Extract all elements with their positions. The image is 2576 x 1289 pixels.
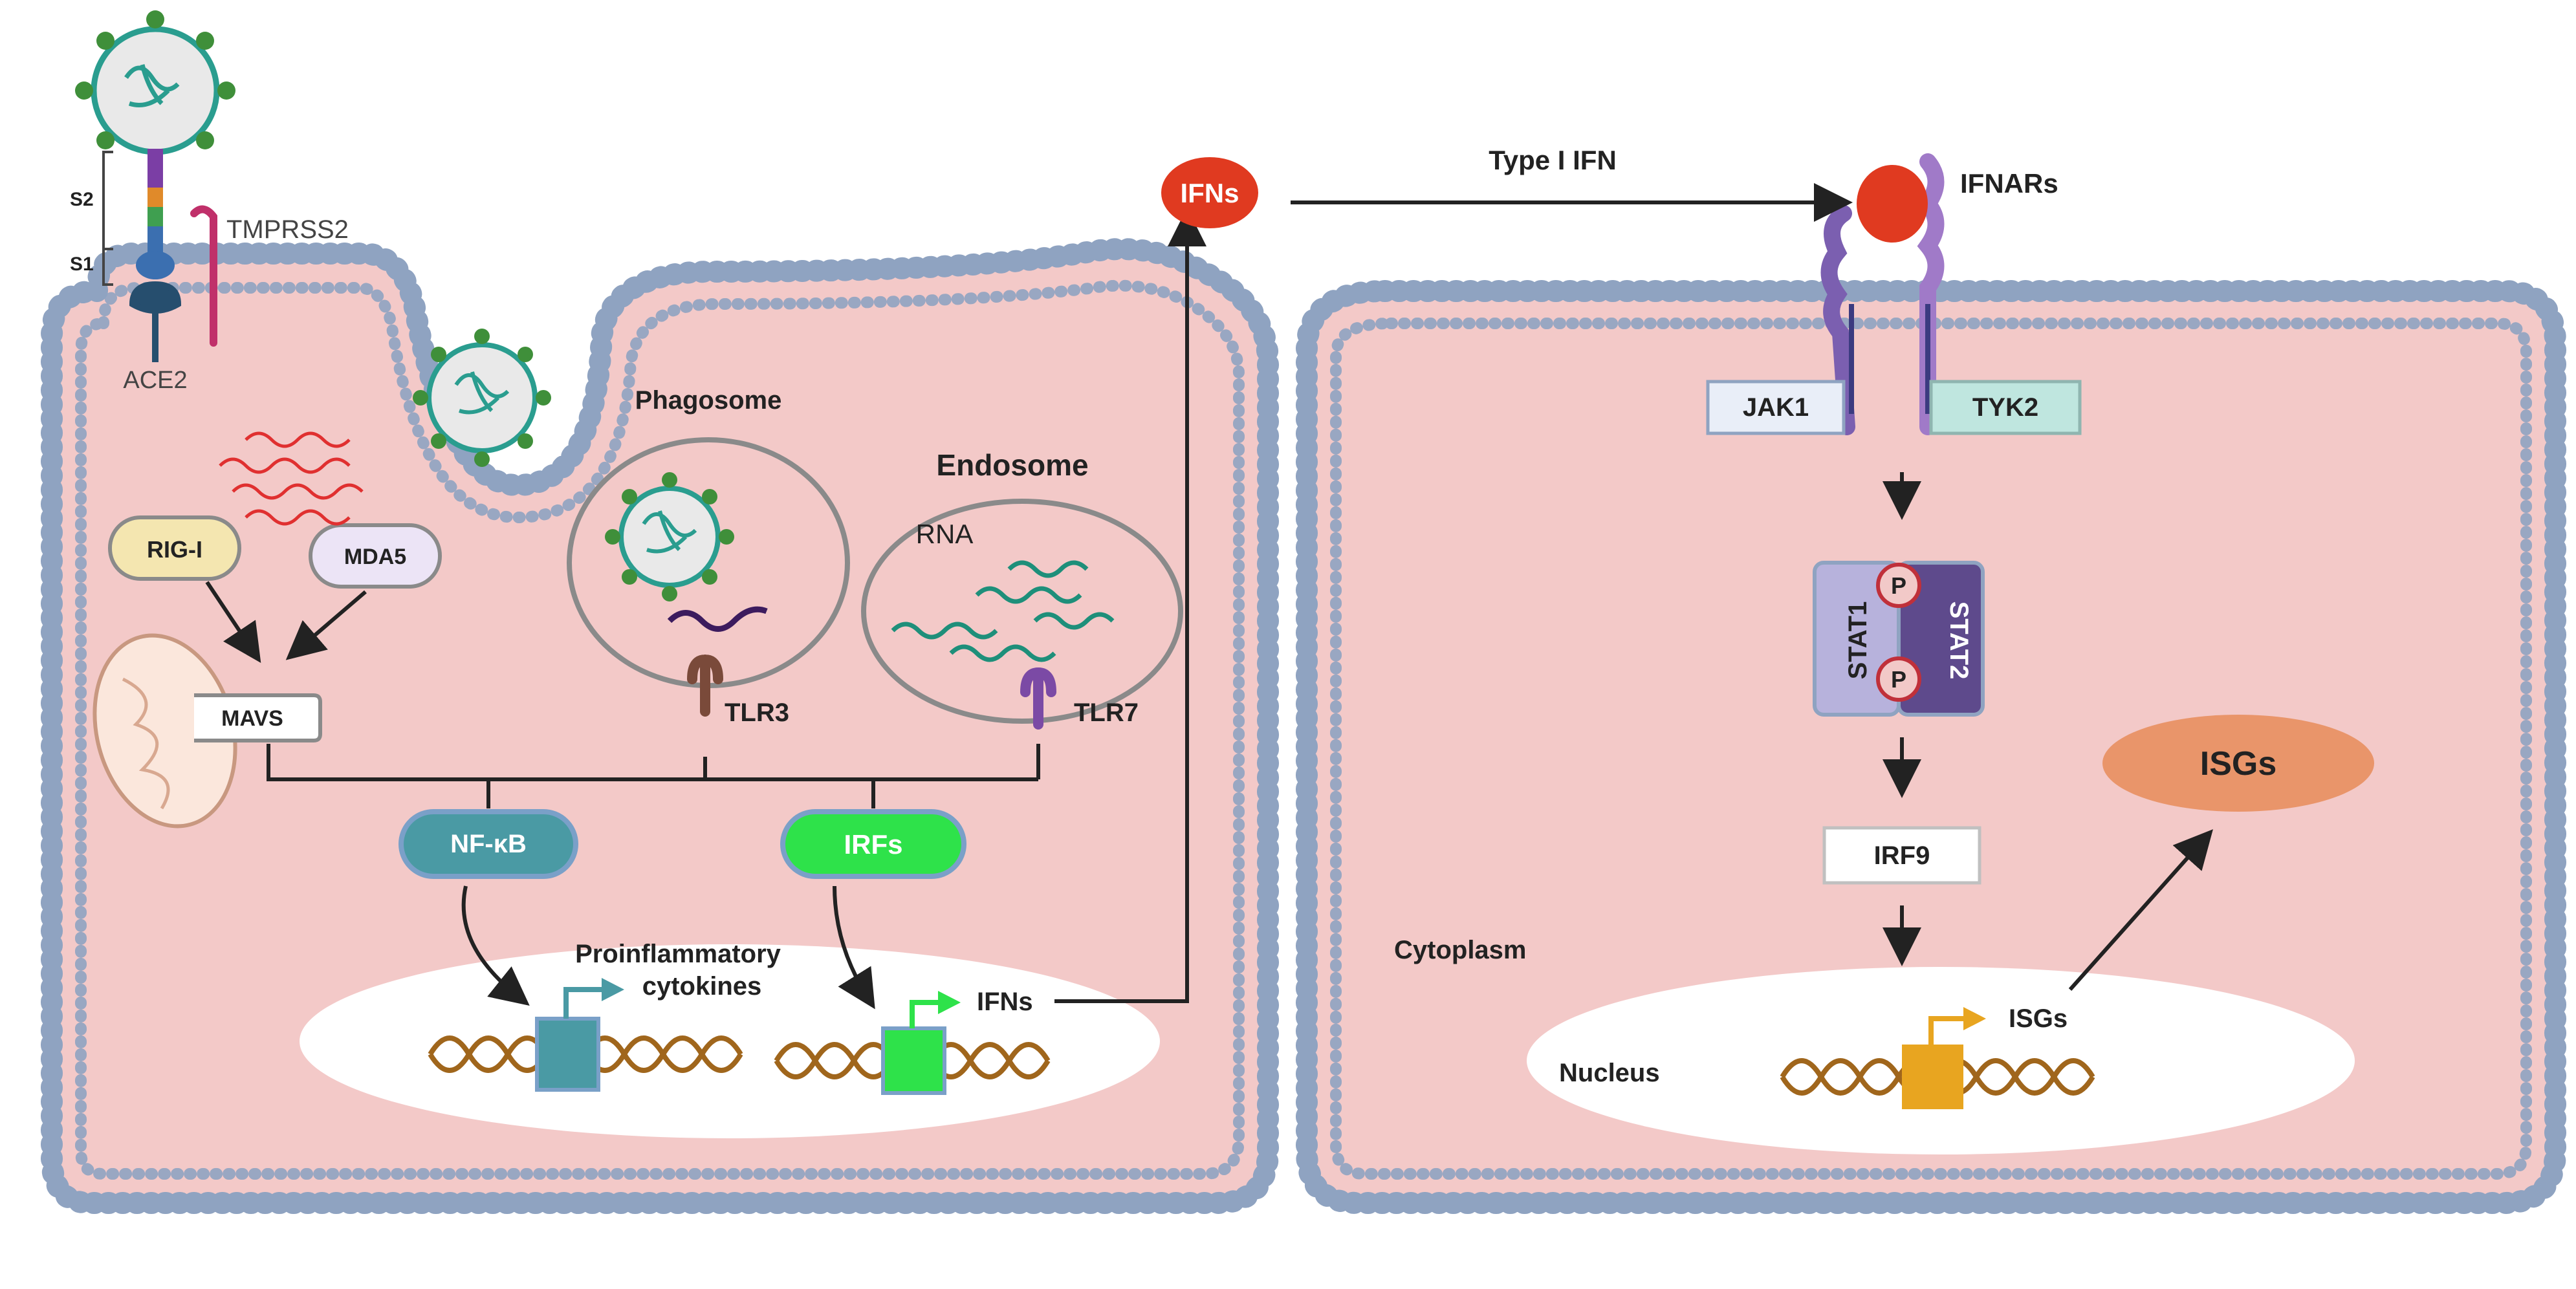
rig-i-label: RIG-I <box>147 536 202 563</box>
phospho-bottom <box>1876 656 1921 702</box>
phospho-top-label: P <box>1891 572 1906 599</box>
ifnars-label: IFNARs <box>1960 168 2058 199</box>
proinflammatory-label-1: Proinflammatory <box>575 940 781 968</box>
phagosome-label: Phagosome <box>635 386 782 415</box>
nfkb-transcription-arrow <box>563 987 605 1019</box>
nfkb-gene-box <box>535 1017 600 1092</box>
sars-cov2-virus <box>75 10 235 155</box>
budding-virus <box>413 329 551 467</box>
left-cell-inner-membrane <box>75 279 1245 1180</box>
phagosome-virus <box>605 472 734 601</box>
tlr7-receptor <box>1020 667 1056 730</box>
ace2-label: ACE2 <box>123 367 187 394</box>
isg-transcription-arrow <box>1928 1016 1967 1045</box>
right-cell: IFNARs JAK1 TYK2 STAT1 STAT2 P P IRF9 IS… <box>1296 153 2566 1214</box>
left-cell: Phagosome Endosome RNA <box>41 10 1279 1214</box>
tlr7-label: TLR7 <box>1074 699 1139 727</box>
spike-protein <box>136 149 175 279</box>
tmprss2-label: TMPRSS2 <box>226 215 349 244</box>
jak1-box <box>1706 380 1846 435</box>
mda5-label: MDA5 <box>344 545 406 569</box>
irfs-label: IRFs <box>844 829 902 860</box>
nf-kb-box <box>398 809 578 879</box>
isgs-product-label: ISGs <box>2200 745 2277 783</box>
phospho-top <box>1876 563 1921 608</box>
isg-export-arrow <box>2068 829 2213 991</box>
type-i-ifn-label: Type I IFN <box>1489 145 1617 175</box>
tlr3-receptor <box>687 655 723 717</box>
rig-i-to-mavs-arrow <box>205 581 261 663</box>
nf-kb-to-gene-arrow <box>461 885 530 1006</box>
isg-gene-box <box>1902 1045 1963 1109</box>
mitochondrion-cristae <box>122 677 170 810</box>
mda5-to-mavs-arrow <box>285 590 367 660</box>
rna-label: RNA <box>916 519 974 549</box>
rig-i-box <box>108 515 241 581</box>
ifns-gene-label: IFNs <box>977 988 1033 1016</box>
right-cell-membrane <box>1296 280 2566 1214</box>
s2-bracket <box>102 151 113 250</box>
s2-label: S2 <box>70 189 94 210</box>
endosome <box>861 499 1183 724</box>
ifn-gene-box <box>881 1026 946 1095</box>
secreted-ifns-label: IFNs <box>1180 178 1239 208</box>
stat1-label: STAT1 <box>1844 601 1872 680</box>
s1-bracket <box>102 248 113 286</box>
jak1-label: JAK1 <box>1743 393 1809 422</box>
tyk2-box <box>1929 380 2082 435</box>
proinflammatory-label-2: cytokines <box>642 972 762 1001</box>
ace2-receptor <box>129 281 182 362</box>
tyk2-label: TYK2 <box>1972 393 2038 422</box>
nucleus-label: Nucleus <box>1559 1059 1660 1087</box>
viral-rna-red <box>219 431 364 526</box>
secreted-ifns <box>1161 157 1258 228</box>
ifn-transcription-arrow <box>910 1000 941 1028</box>
isgs-gene-label: ISGs <box>2009 1004 2068 1033</box>
mavs-box <box>194 693 322 742</box>
mavs-label: MAVS <box>221 706 283 731</box>
s1-label: S1 <box>70 254 94 275</box>
signal-bus <box>267 744 1040 808</box>
mda5-box <box>309 523 442 589</box>
phagosome-rna <box>667 606 768 632</box>
nf-kb-label: NF-κB <box>450 830 527 858</box>
tlr3-label: TLR3 <box>725 699 789 727</box>
ifn-ligand <box>1857 165 1928 243</box>
irfs-to-gene-arrow <box>833 885 875 1010</box>
isgs-product <box>2102 715 2374 812</box>
ifn-secretion-path <box>1054 208 1206 1003</box>
irfs-box <box>780 809 966 879</box>
endosome-label: Endosome <box>936 448 1088 482</box>
phospho-bottom-label: P <box>1891 666 1906 693</box>
tmprss2-protein <box>190 205 217 347</box>
endosome-rna-strands <box>891 560 1115 662</box>
ifnar-receptors <box>1820 153 1945 435</box>
irf9-label: IRF9 <box>1874 841 1930 870</box>
stat2-label: STAT2 <box>1945 601 1973 680</box>
irf9-box <box>1822 826 1981 885</box>
cytoplasm-label: Cytoplasm <box>1394 936 1527 964</box>
right-cell-inner-membrane <box>1330 318 2532 1180</box>
